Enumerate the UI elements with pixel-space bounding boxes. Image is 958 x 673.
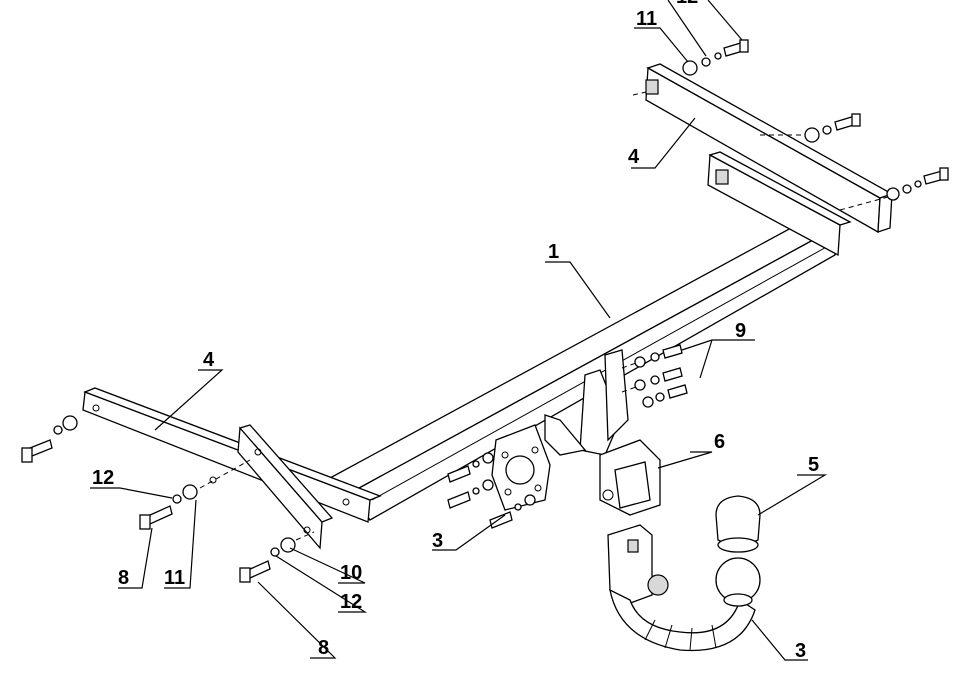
- bolts-bracket: [621, 344, 688, 408]
- bolts-flange: [447, 452, 536, 529]
- callout-12-left: 12: [92, 467, 114, 489]
- bolts-upper-right: [682, 39, 949, 211]
- main-crossbar: [328, 214, 837, 521]
- bolts-left: [21, 415, 315, 583]
- callout-8-lower: 8: [318, 637, 329, 659]
- callout-10: 10: [340, 562, 362, 584]
- mounting-brackets: [544, 349, 629, 456]
- leader-lines: [90, 0, 828, 661]
- side-member-left: [82, 387, 382, 550]
- ball-arm: [607, 524, 761, 652]
- callout-12-top: 12: [676, 0, 698, 8]
- callout-9: 9: [735, 320, 746, 342]
- callout-6: 6: [714, 431, 725, 453]
- callout-4-left: 4: [203, 349, 215, 371]
- callout-11-left: 11: [164, 567, 185, 589]
- callout-1: 1: [548, 241, 559, 263]
- callout-3-flange: 3: [432, 530, 443, 552]
- callout-4-right: 4: [628, 146, 640, 168]
- callout-labels: 1 4 4 9 6 5 3 3 12 8 11 10 12 8 11 12: [92, 0, 819, 662]
- callout-8-left: 8: [118, 567, 129, 589]
- callout-5: 5: [808, 454, 819, 476]
- callout-12-lower: 12: [340, 591, 362, 613]
- callout-11-top: 11: [636, 8, 657, 30]
- ball-cover: [715, 495, 761, 553]
- flange-plate: [491, 424, 551, 511]
- socket-bracket: [599, 439, 661, 516]
- callout-3-ballarm: 3: [795, 640, 806, 662]
- side-member-right: [632, 63, 894, 257]
